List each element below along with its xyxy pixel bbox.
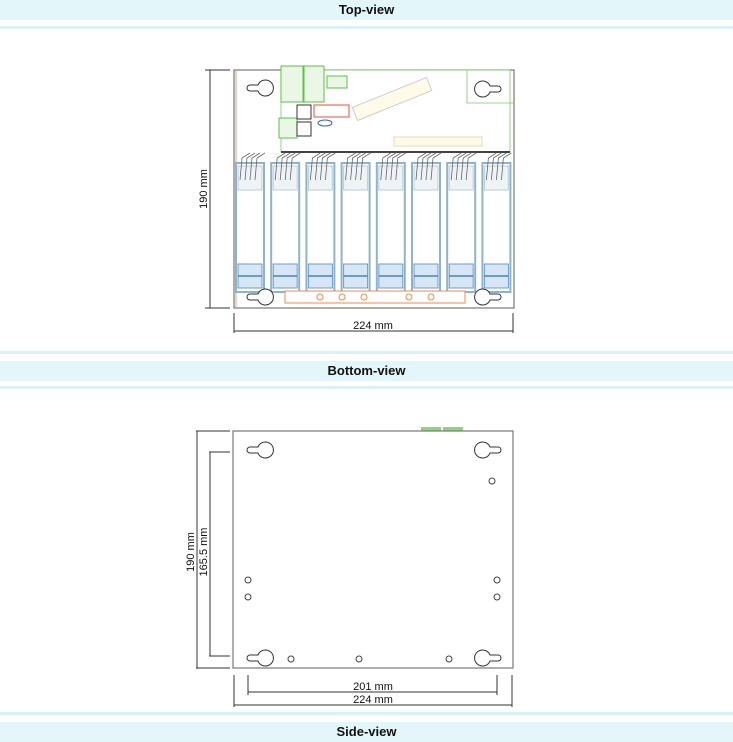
wire	[350, 152, 361, 181]
terminal-tab	[421, 427, 441, 431]
bottom-inner-width-dimension: 201 mm	[353, 681, 393, 693]
bus-hole	[405, 293, 413, 301]
bottom-inner-height-dimension: 165.5 mm	[198, 528, 210, 577]
bus-hole	[338, 293, 346, 301]
mounting-hole	[244, 593, 252, 601]
keyhole-mount	[474, 441, 502, 459]
wire	[274, 152, 286, 181]
wire	[425, 152, 437, 181]
terminal-block	[303, 65, 325, 103]
rotary-switch	[296, 121, 312, 137]
wire	[380, 152, 392, 181]
keyhole-mount	[474, 288, 502, 306]
rotary-switch	[296, 104, 312, 120]
io-module	[270, 152, 301, 293]
wire	[430, 152, 442, 181]
wire	[279, 152, 291, 181]
mounting-hole	[493, 593, 501, 601]
bus-bar	[284, 290, 466, 304]
keyhole-mount	[246, 441, 274, 459]
wire	[496, 152, 507, 181]
terminal-block	[280, 65, 304, 103]
mounting-hole	[488, 477, 496, 485]
top-view-drawing: 190 mm 224 mm	[198, 65, 515, 333]
keyhole-mount	[246, 649, 274, 667]
keyhole-mount	[246, 79, 274, 97]
mounting-hole	[244, 576, 252, 584]
io-module	[411, 152, 442, 293]
keyhole-mount	[246, 288, 274, 306]
led	[317, 119, 333, 127]
wire	[450, 152, 462, 181]
wire	[486, 152, 497, 181]
top-width-dimension: 224 mm	[353, 320, 393, 332]
wire	[289, 152, 301, 181]
corner-cutout	[466, 70, 513, 104]
wire	[315, 152, 326, 181]
fuse	[313, 104, 350, 118]
sub-d-connector	[351, 76, 433, 122]
wire	[465, 152, 477, 181]
section-header-top-view: Top-view	[0, 0, 733, 20]
bus-hole	[316, 293, 324, 301]
section-header-bottom-view: Bottom-view	[0, 361, 733, 381]
wire	[325, 152, 336, 181]
wire	[491, 152, 502, 181]
keyhole-mount	[474, 80, 502, 98]
wire	[420, 152, 432, 181]
mounting-hole	[287, 655, 295, 663]
divider	[0, 26, 733, 29]
terminal-block	[278, 117, 298, 139]
wire	[390, 152, 402, 181]
terminal-block	[326, 75, 348, 89]
wire	[320, 152, 331, 181]
wire	[355, 152, 366, 181]
divider	[0, 712, 733, 715]
bottom-height-dimension: 190 mm	[185, 532, 197, 572]
top-height-dimension: 190 mm	[198, 169, 210, 209]
enclosure-outline	[232, 430, 514, 669]
wire	[310, 152, 321, 181]
wire	[501, 152, 512, 181]
mounting-hole	[493, 576, 501, 584]
bus-hole	[360, 293, 368, 301]
wire	[239, 152, 251, 181]
wire	[455, 152, 467, 181]
io-module	[446, 152, 477, 293]
io-module	[340, 152, 371, 293]
mounting-hole	[355, 655, 363, 663]
wire	[415, 152, 427, 181]
section-header-side-view: Side-view	[0, 722, 733, 742]
divider	[0, 386, 733, 389]
io-module	[235, 152, 266, 293]
wire	[385, 152, 397, 181]
bus-hole	[427, 293, 435, 301]
keyhole-mount	[474, 649, 502, 667]
ribbon-connector	[393, 136, 483, 147]
io-module	[305, 152, 336, 293]
mounting-hole	[445, 655, 453, 663]
bottom-view-drawing: 190 mm 165.5 mm 201 mm 224 mm	[185, 427, 514, 707]
bottom-width-dimension: 224 mm	[353, 694, 393, 706]
wire	[284, 152, 296, 181]
divider	[0, 351, 733, 354]
wire	[345, 152, 356, 181]
wire	[460, 152, 472, 181]
io-module	[481, 152, 512, 293]
terminal-tab	[443, 427, 463, 431]
io-module	[375, 152, 407, 293]
wire	[244, 152, 256, 181]
wire	[360, 152, 371, 181]
wire	[254, 152, 266, 181]
wire	[249, 152, 261, 181]
wire	[395, 152, 407, 181]
